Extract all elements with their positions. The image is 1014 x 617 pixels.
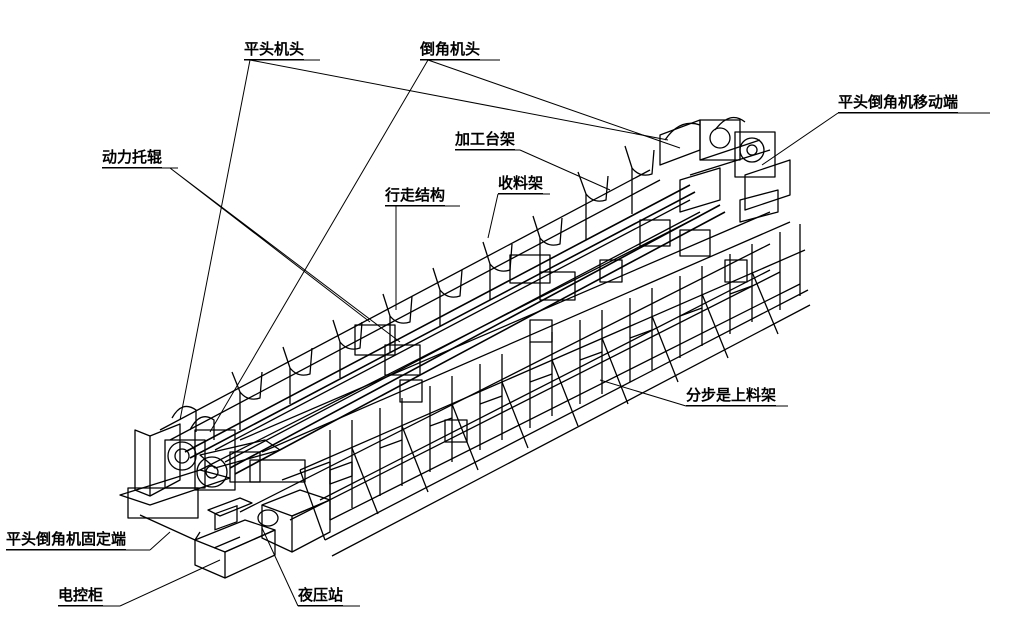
label-hydraulic-station: 夜压站 (298, 586, 344, 606)
label-fixed-end: 平头倒角机固定端 (6, 530, 127, 550)
leader-lines (6, 59, 990, 607)
label-powered-roller: 动力托辊 (102, 148, 163, 168)
label-receiving-rack: 收料架 (498, 174, 544, 194)
label-processing-rack: 加工台架 (455, 130, 516, 150)
label-chamfer-head: 倒角机头 (420, 40, 481, 60)
label-step-feed-rack: 分步是上料架 (686, 386, 777, 406)
step-feed-rack-frame (239, 211, 811, 557)
processing-rack-frame (159, 145, 726, 475)
label-mobile-end: 平头倒角机移动端 (838, 93, 959, 113)
label-travel-structure: 行走结构 (385, 186, 446, 206)
powered-rollers (354, 219, 748, 443)
mobile-end-machine (659, 116, 791, 223)
hydraulic-station (257, 461, 331, 553)
control-cabinet (194, 497, 276, 579)
fixed-end-machine (119, 405, 306, 541)
label-flat-head: 平头机头 (244, 40, 305, 60)
label-control-cabinet: 电控柜 (58, 586, 104, 606)
